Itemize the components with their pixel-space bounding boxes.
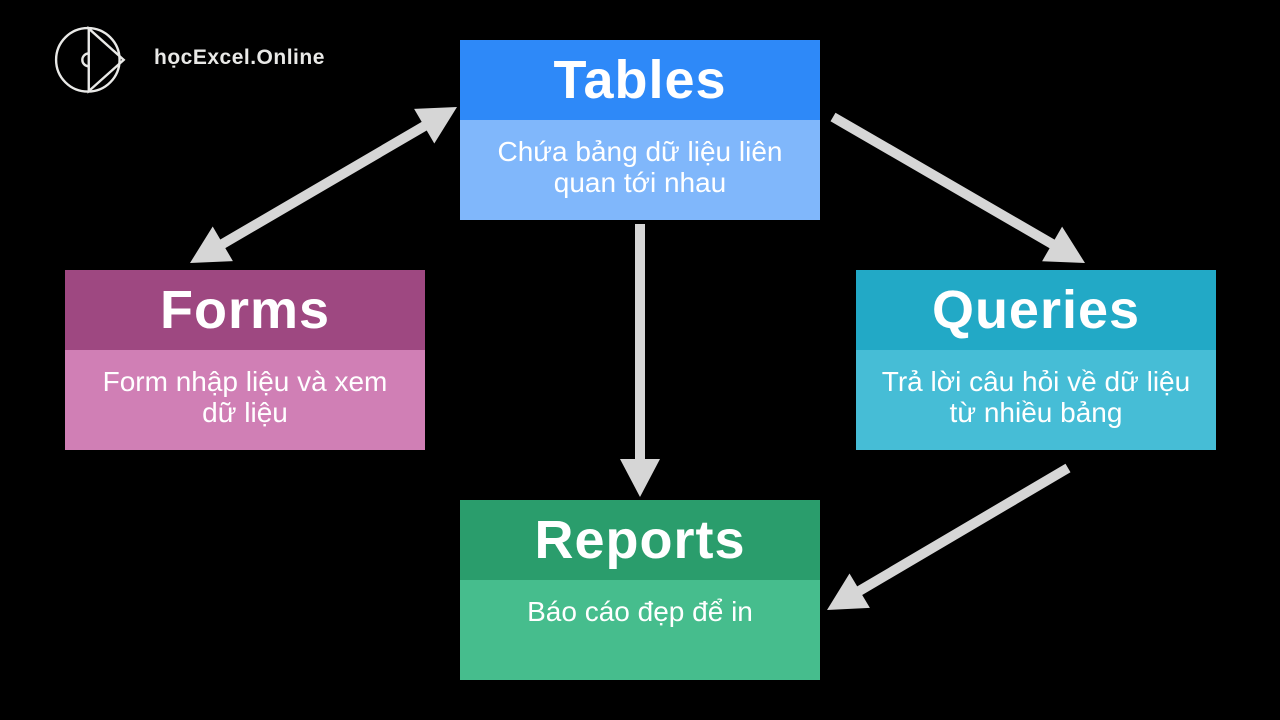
logo: họcExcel.Online [40, 12, 325, 104]
node-forms-description: Form nhập liệu và xem dữ liệu [65, 350, 425, 450]
node-queries-title: Queries [931, 280, 1141, 340]
node-forms-title: Forms [159, 280, 331, 340]
node-forms: Forms Form nhập liệu và xem dữ liệu [65, 270, 425, 450]
node-queries-header: Queries [856, 270, 1216, 350]
node-reports-description: Báo cáo đẹp để in [460, 580, 820, 680]
node-forms-header: Forms [65, 270, 425, 350]
node-reports-title: Reports [534, 510, 746, 570]
logo-text: họcExcel.Online [154, 46, 325, 69]
arrow-tables-to-queries [830, 112, 1085, 263]
arrow-queries-to-reports [827, 463, 1071, 610]
arrow-tables-to-reports [620, 224, 660, 497]
node-tables-title: Tables [553, 50, 727, 110]
node-queries: Queries Trả lời câu hỏi về dữ liệu từ nh… [856, 270, 1216, 450]
node-queries-description: Trả lời câu hỏi về dữ liệu từ nhiều bảng [856, 350, 1216, 450]
node-tables-description: Chứa bảng dữ liệu liên quan tới nhau [460, 120, 820, 220]
play-triangle-in-circle-icon [54, 25, 126, 94]
arrow-forms-tables-bidirectional [190, 107, 457, 263]
node-tables-header: Tables [460, 40, 820, 120]
node-reports: Reports Báo cáo đẹp để in [460, 500, 820, 680]
node-reports-header: Reports [460, 500, 820, 580]
node-tables: Tables Chứa bảng dữ liệu liên quan tới n… [460, 40, 820, 220]
